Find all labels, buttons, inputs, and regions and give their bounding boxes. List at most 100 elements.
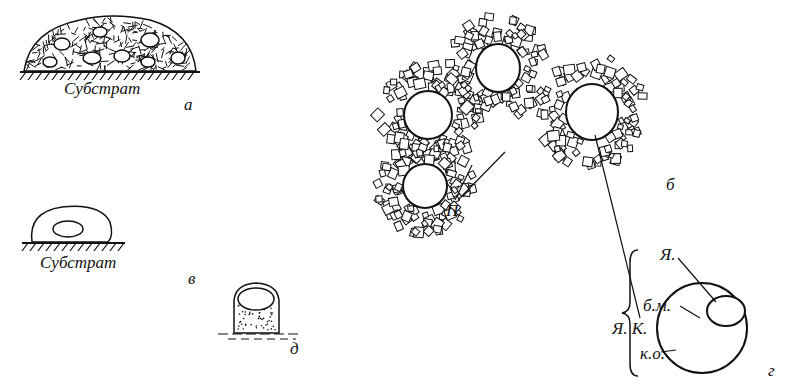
stipple-dot	[242, 311, 244, 313]
granule	[451, 186, 458, 193]
hatch-stroke	[22, 243, 28, 251]
stipple-dot	[238, 305, 240, 307]
granule	[638, 93, 647, 100]
substrate-line	[20, 71, 200, 73]
texture-stroke	[85, 40, 88, 49]
texture-stroke	[130, 47, 139, 50]
hatch-stroke	[140, 72, 146, 80]
hatch-stroke	[30, 243, 36, 251]
granule	[461, 67, 471, 77]
hatch-stroke	[124, 72, 130, 80]
texture-stroke	[162, 36, 166, 45]
granule	[547, 130, 560, 141]
hatch-stroke	[94, 243, 100, 251]
texture-stroke	[37, 58, 41, 65]
texture-stroke	[43, 46, 45, 55]
stipple-dot	[264, 309, 266, 311]
granule	[472, 114, 480, 122]
hatch-stroke	[68, 72, 74, 80]
nucleus	[171, 52, 185, 64]
granule	[630, 114, 639, 123]
granule	[526, 85, 532, 91]
texture-stroke	[32, 52, 37, 53]
texture-stroke	[119, 42, 123, 46]
stipple-dot	[265, 324, 267, 326]
stipple-dot	[267, 329, 269, 331]
cell-outline	[234, 283, 279, 333]
stipple-dot	[250, 324, 252, 326]
stipple-dot	[243, 318, 245, 320]
texture-stroke	[140, 20, 143, 28]
texture-stroke	[32, 45, 39, 51]
stipple-dot	[249, 312, 251, 314]
granule	[626, 74, 636, 84]
texture-stroke	[103, 41, 106, 46]
texture-stroke	[114, 40, 121, 43]
granule	[529, 57, 537, 66]
stipple-dot	[240, 321, 242, 323]
granule	[388, 197, 398, 207]
nucleus	[404, 91, 452, 139]
granule	[452, 122, 460, 129]
stipple-dot	[249, 313, 251, 315]
granule	[475, 109, 481, 113]
texture-stroke	[185, 63, 190, 68]
surface-d	[218, 334, 300, 339]
texture-stroke	[48, 35, 49, 44]
texture-stroke	[143, 24, 152, 28]
nucleus	[54, 38, 70, 50]
texture-stroke	[168, 62, 173, 68]
texture-stroke	[166, 61, 167, 66]
stipple-dot	[238, 305, 240, 307]
nucleus	[707, 296, 745, 326]
granule	[383, 87, 389, 94]
granule	[617, 124, 623, 130]
granule	[459, 100, 474, 115]
texture-stroke	[69, 59, 72, 68]
texture-stroke	[57, 29, 58, 35]
cell-d	[234, 283, 279, 333]
granule	[552, 66, 562, 76]
nucleus	[114, 50, 130, 62]
texture-stroke	[146, 50, 150, 56]
texture-stroke	[59, 51, 64, 56]
granule	[541, 95, 550, 104]
texture-stroke	[85, 18, 89, 26]
stipple-dot	[259, 312, 261, 314]
hatch-stroke	[102, 243, 108, 251]
granule	[618, 117, 624, 124]
hatch-stroke	[52, 72, 58, 80]
granule	[628, 145, 633, 152]
texture-stroke	[35, 44, 40, 46]
granule	[394, 210, 403, 219]
cell-mass-a	[24, 16, 196, 73]
hatch-stroke	[20, 72, 26, 80]
granule	[611, 78, 620, 88]
texture-stroke	[186, 56, 190, 63]
granule	[621, 141, 627, 147]
panel-letter: а	[184, 96, 193, 113]
granule	[604, 145, 612, 153]
texture-stroke	[37, 53, 40, 59]
texture-stroke	[131, 52, 134, 57]
texture-stroke	[77, 65, 82, 66]
texture-stroke	[126, 35, 128, 44]
nucleus	[141, 57, 155, 67]
granule	[411, 227, 420, 236]
hatch-stroke	[44, 72, 50, 80]
substrate-label: Субстрат	[40, 254, 116, 271]
nucleus	[238, 288, 274, 310]
substrate-v	[22, 243, 125, 251]
texture-stroke	[162, 67, 166, 69]
texture-stroke	[118, 36, 119, 41]
granule	[373, 179, 383, 189]
texture-stroke	[71, 33, 76, 35]
stipple-dot	[260, 318, 262, 320]
leader-line	[595, 135, 640, 318]
granule	[554, 146, 560, 153]
texture-stroke	[132, 40, 137, 42]
texture-stroke	[126, 65, 133, 71]
stipple-dot	[243, 328, 245, 330]
hatch-stroke	[84, 72, 90, 80]
granule	[423, 226, 434, 237]
